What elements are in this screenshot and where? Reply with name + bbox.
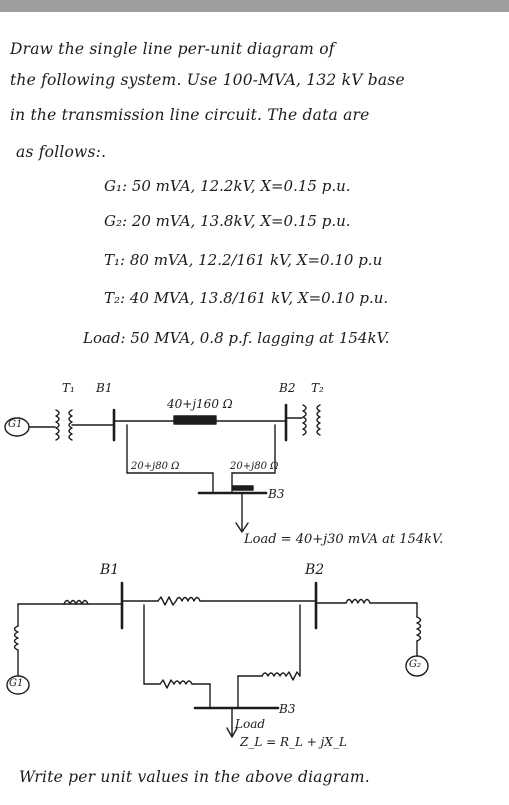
d2-g2-reactance — [416, 616, 422, 642]
top-border — [0, 0, 509, 12]
d2-load-label: Load — [235, 717, 266, 731]
problem-line-3: in the transmission line circuit. The da… — [10, 106, 370, 124]
d2-branch13-inductor — [173, 680, 193, 685]
d2-g2-label: G₂ — [409, 659, 421, 670]
d2-branch13-resistor — [159, 679, 175, 689]
d1-line13-impedance: 20+j80 Ω — [131, 461, 180, 472]
branch-b2-b3-element — [232, 485, 254, 491]
t2-primary-coil — [302, 404, 307, 436]
d1-load-spec: Load = 40+j30 mVA at 154kV. — [244, 532, 444, 547]
d2-t1-reactance — [63, 599, 89, 605]
d1-b2-label: B2 — [279, 381, 296, 395]
d1-line23-impedance: 20+j80 Ω — [230, 461, 279, 472]
load-arrow-head — [235, 522, 249, 533]
line-b1-b2-impedance — [173, 415, 217, 425]
t1-secondary-coil — [68, 409, 73, 441]
d2-line12-inductor — [175, 596, 201, 602]
problem-line-1: Draw the single line per-unit diagram of — [10, 40, 335, 58]
d2-b1-label: B1 — [100, 562, 120, 578]
d1-b1-label: B1 — [96, 381, 113, 395]
footer-instruction: Write per unit values in the above diagr… — [19, 768, 370, 786]
data-t1: T₁: 80 mVA, 12.2/161 kV, X=0.10 p.u — [104, 251, 383, 269]
d2-load-arrow-head — [226, 727, 238, 738]
d2-g2-source-symbol — [405, 655, 429, 677]
data-g1: G₁: 50 mVA, 12.2kV, X=0.15 p.u. — [104, 177, 351, 195]
d2-load-impedance: Z_L = R_L + jX_L — [240, 735, 347, 749]
t1-primary-coil — [55, 409, 60, 441]
d1-b3-label: B3 — [268, 487, 285, 501]
d2-b2-label: B2 — [305, 562, 325, 578]
d2-g1-source-symbol — [6, 675, 30, 695]
data-g2: G₂: 20 mVA, 13.8kV, X=0.15 p.u. — [104, 212, 351, 230]
d1-g1-label: G1 — [8, 419, 23, 430]
t2-secondary-coil — [316, 404, 321, 436]
d2-g1-label: G1 — [9, 678, 24, 689]
d2-g1-reactance — [13, 625, 19, 651]
problem-line-4: as follows:. — [16, 143, 107, 161]
d2-line12-resistor — [157, 596, 177, 606]
data-t2: T₂: 40 MVA, 13.8/161 kV, X=0.10 p.u. — [104, 289, 389, 307]
d2-branch23-inductor — [261, 672, 287, 677]
d2-b3-label: B3 — [279, 702, 296, 716]
problem-line-2: the following system. Use 100-MVA, 132 k… — [10, 71, 405, 89]
d1-t2-label: T₂ — [311, 381, 324, 395]
data-load: Load: 50 MVA, 0.8 p.f. lagging at 154kV. — [83, 329, 390, 347]
d2-t2-reactance — [345, 598, 371, 604]
d2-branch23-resistor — [285, 671, 301, 681]
d1-t1-label: T₁ — [62, 381, 75, 395]
d1-line12-impedance: 40+j160 Ω — [167, 397, 233, 411]
